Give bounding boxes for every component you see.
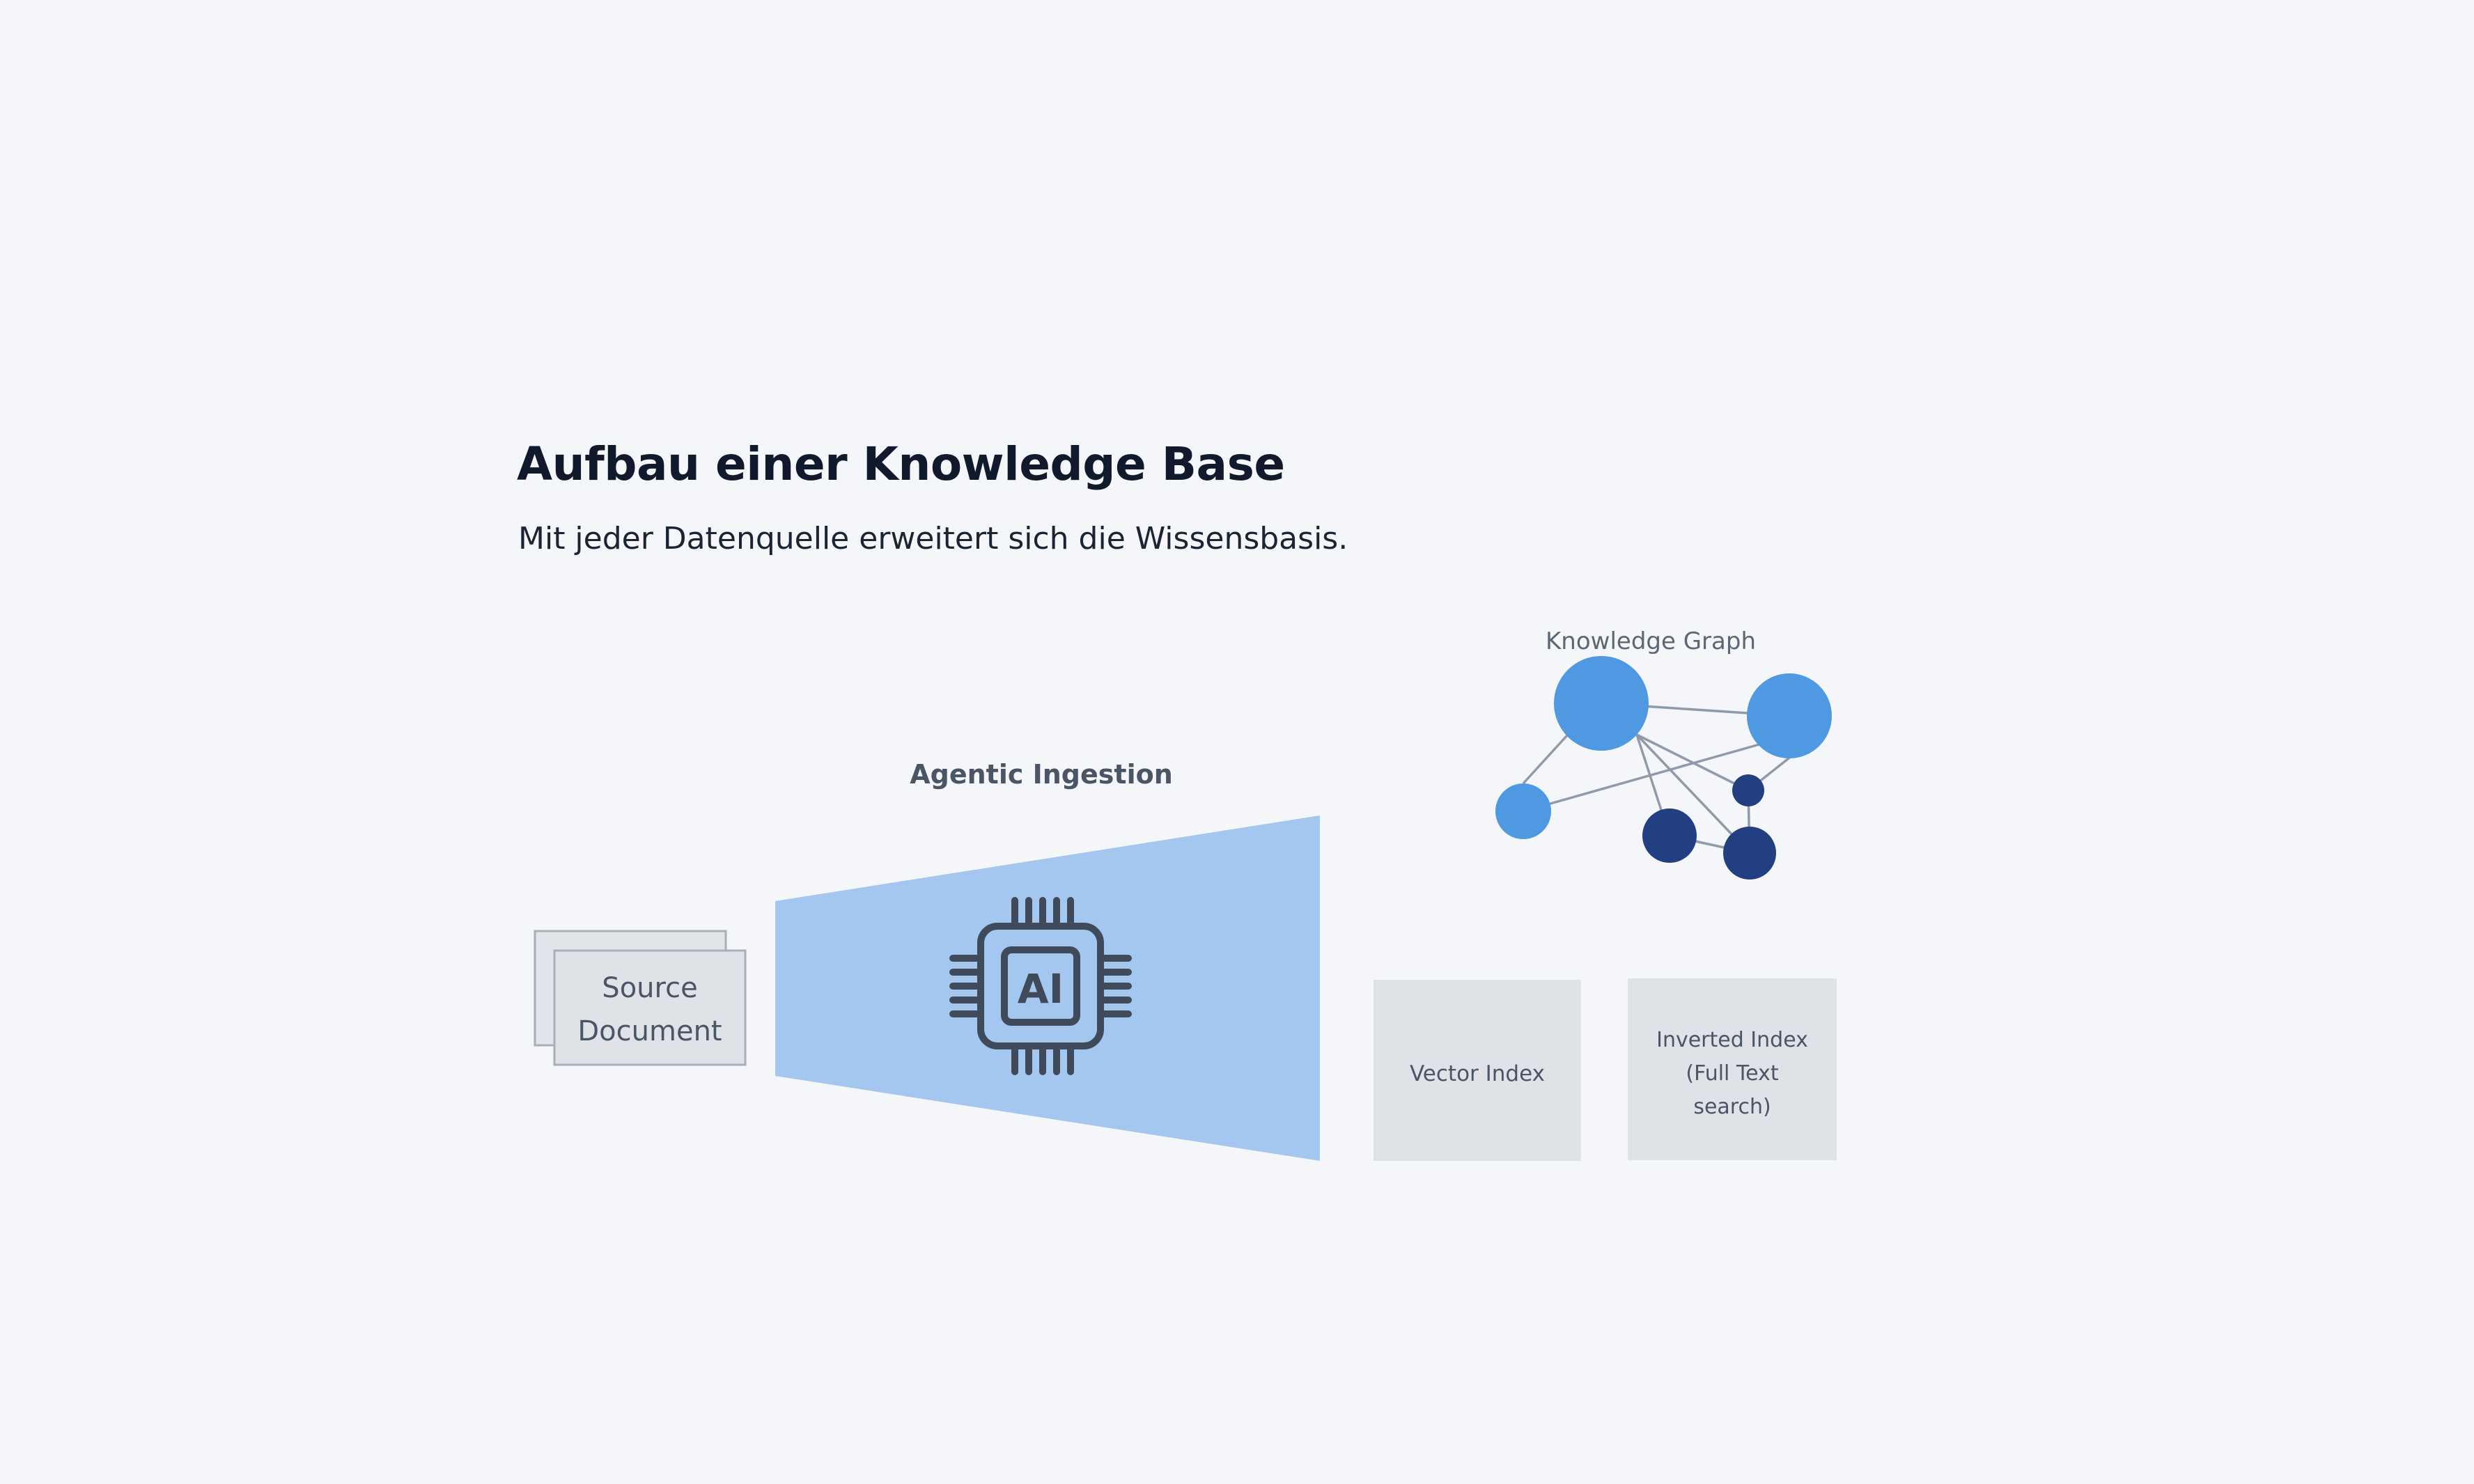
page-subtitle: Mit jeder Datenquelle erweitert sich die… <box>518 521 1348 556</box>
ai-chip-icon <box>949 897 1132 1075</box>
page-title: Aufbau einer Knowledge Base <box>517 437 1285 491</box>
knowledge-graph-nodes <box>1495 656 1832 880</box>
knowledge-graph-label: Knowledge Graph <box>1546 627 1756 655</box>
graph-node-dark-1 <box>1642 809 1697 863</box>
inverted-index-box: Inverted Index (Full Text search) <box>1628 978 1837 1160</box>
graph-node-small-light <box>1495 783 1551 839</box>
ai-chip-text: AI <box>1018 965 1064 1013</box>
graph-node-dark-2 <box>1723 827 1776 880</box>
graph-node-large-1 <box>1554 656 1649 751</box>
graph-node-dark-tiny <box>1732 774 1764 806</box>
source-document-label-line2: Document <box>577 1015 722 1047</box>
vector-index-box: Vector Index <box>1374 980 1581 1161</box>
source-document-front-sheet <box>553 949 747 1066</box>
vector-index-label: Vector Index <box>1410 1061 1545 1086</box>
ingestion-funnel <box>775 815 1320 1161</box>
source-document-label-line1: Source <box>602 972 697 1004</box>
graph-node-large-2 <box>1747 673 1832 758</box>
inverted-index-label-line3: search) <box>1693 1095 1771 1119</box>
inverted-index-label-line2: (Full Text <box>1686 1061 1778 1086</box>
source-document: Source Document <box>534 930 747 1066</box>
inverted-index-label-line1: Inverted Index <box>1656 1028 1808 1052</box>
agentic-ingestion-label: Agentic Ingestion <box>910 759 1173 790</box>
